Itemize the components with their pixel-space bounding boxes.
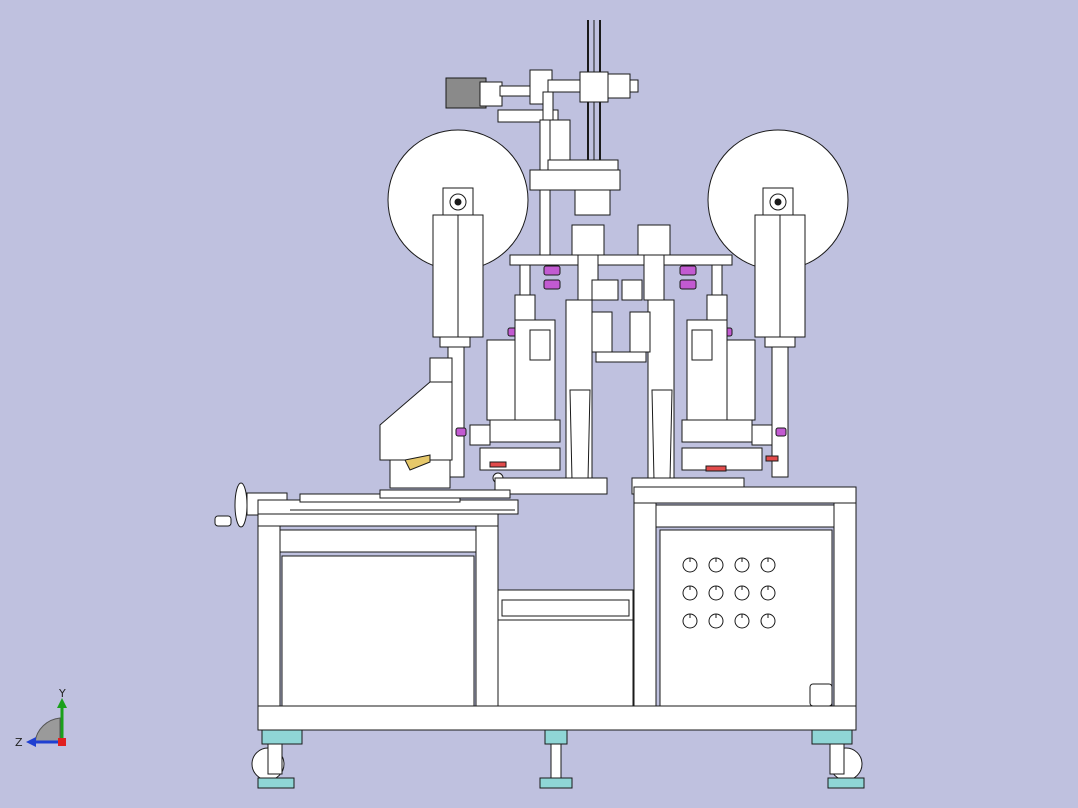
upper-crossbar bbox=[509, 254, 733, 326]
triad-quadrant bbox=[34, 717, 61, 743]
center-guide-plates bbox=[565, 299, 675, 491]
x-axis-marker bbox=[58, 738, 66, 746]
center-cylinders bbox=[571, 224, 671, 301]
axis-triad: Y Z bbox=[15, 687, 67, 749]
z-axis-label: Z bbox=[15, 736, 23, 749]
right-vertical-cylinder bbox=[754, 214, 806, 478]
right-caster bbox=[811, 729, 865, 789]
left-conveyor bbox=[257, 489, 519, 515]
top-reel bbox=[579, 20, 609, 170]
right-press-unit bbox=[681, 319, 773, 471]
top-motor-assembly bbox=[445, 69, 639, 123]
center-foot bbox=[539, 729, 573, 789]
control-panel bbox=[682, 557, 776, 629]
left-caster bbox=[251, 729, 303, 789]
y-axis-head bbox=[57, 698, 67, 708]
bottom-frame bbox=[257, 705, 857, 731]
magenta-valves bbox=[455, 265, 787, 437]
middle-drawer[interactable] bbox=[497, 589, 634, 711]
right-cabinet bbox=[633, 486, 857, 731]
top-frame-column bbox=[529, 119, 621, 261]
left-press-unit bbox=[469, 319, 561, 484]
red-markers bbox=[489, 455, 779, 472]
z-axis-head bbox=[26, 737, 36, 747]
left-cabinet bbox=[257, 513, 499, 731]
left-hopper bbox=[379, 357, 453, 489]
y-axis-label: Y bbox=[58, 687, 66, 700]
